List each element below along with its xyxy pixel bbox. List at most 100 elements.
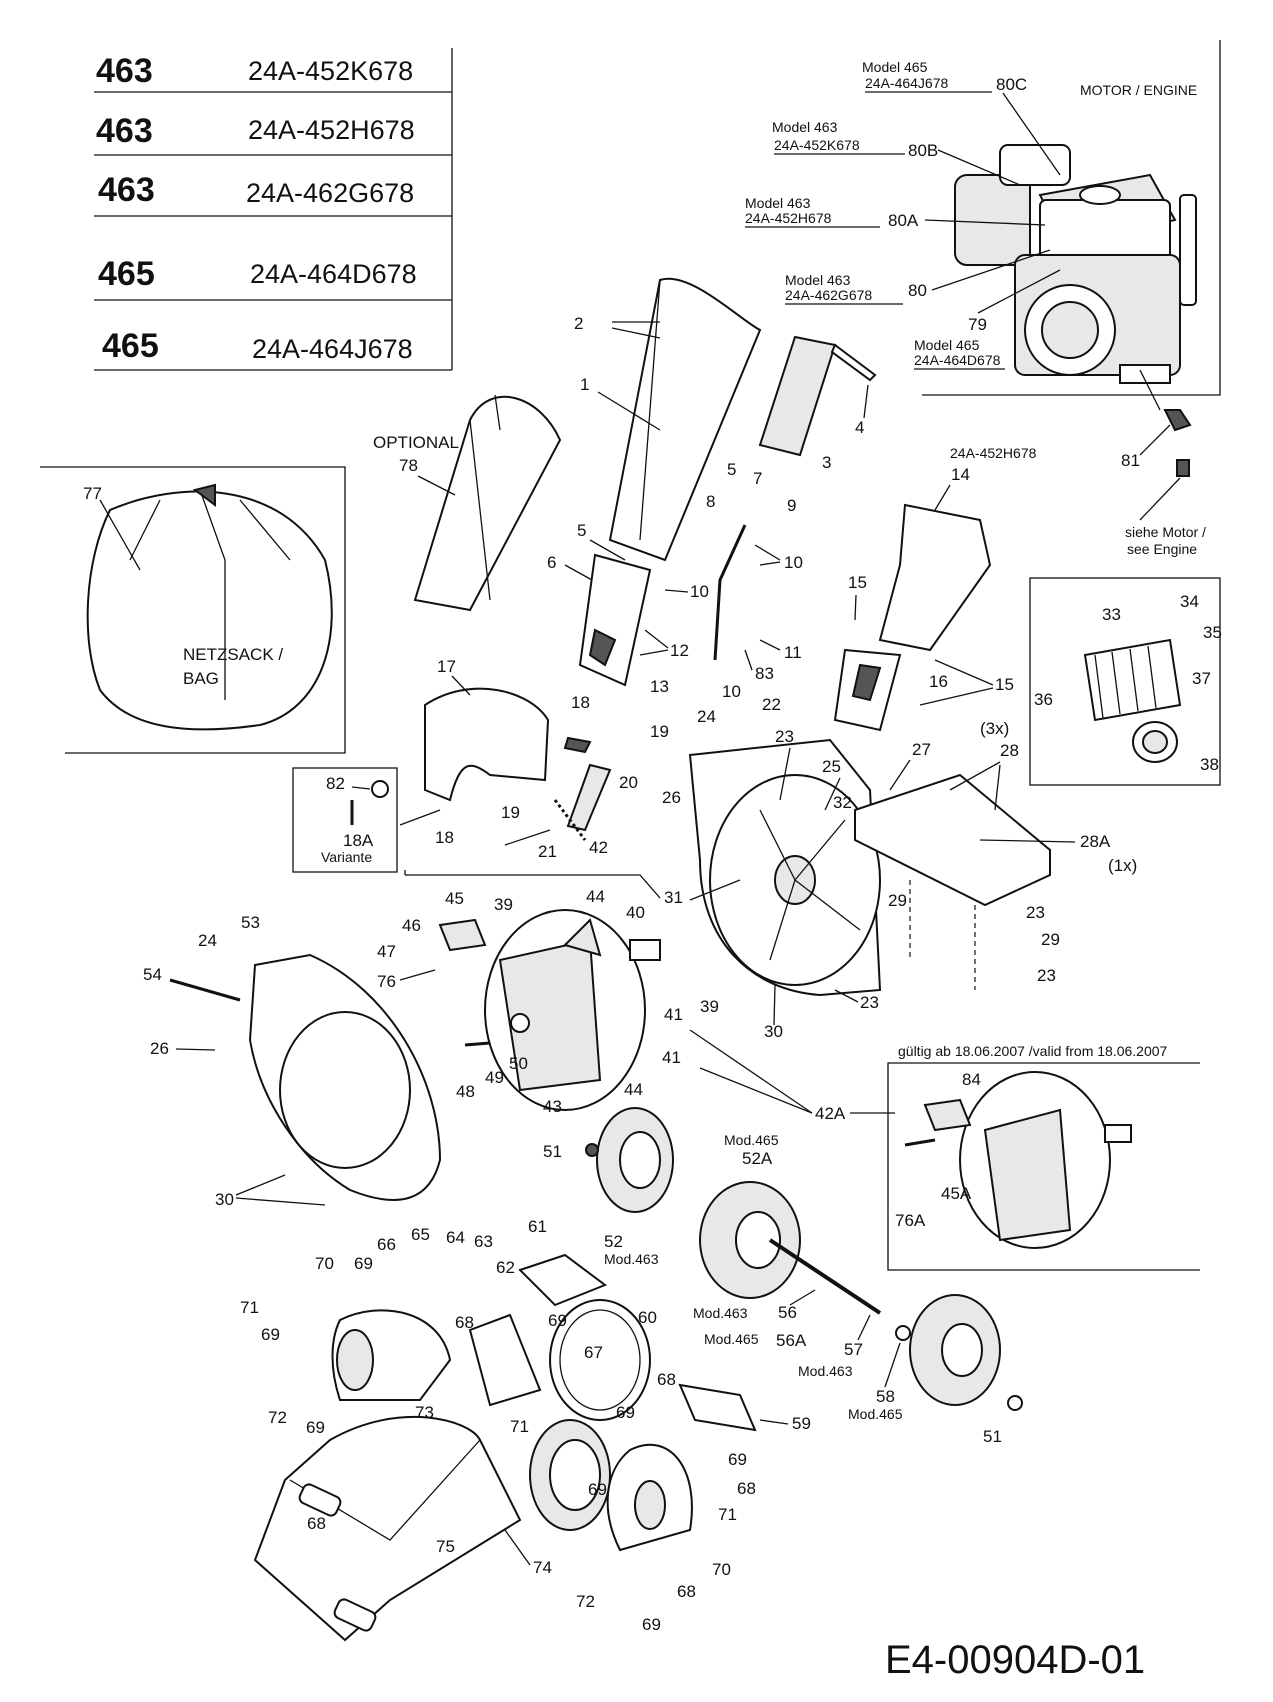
part-label: 19 xyxy=(650,722,669,741)
handle-icon xyxy=(830,343,877,382)
part-label: 41 xyxy=(664,1005,683,1024)
mod-label: Mod.463 xyxy=(604,1251,659,1267)
part-label: 48 xyxy=(456,1082,475,1101)
part-label: 52A xyxy=(742,1149,773,1168)
part-label: 2 xyxy=(574,314,583,333)
part-label: 28 xyxy=(1000,741,1019,760)
part-label: 21 xyxy=(538,842,557,861)
part-label: 9 xyxy=(787,496,796,515)
part-label: 44 xyxy=(624,1080,643,1099)
engine-callout-model: Model 465 xyxy=(914,337,980,353)
engine-section: MOTOR / ENGINE Model 465 24A-464J678 80C… xyxy=(745,40,1221,557)
part-label: 42A xyxy=(815,1104,846,1123)
part-label: 45 xyxy=(445,889,464,908)
mod-label: Mod.463 xyxy=(798,1363,853,1379)
part-label: 31 xyxy=(664,888,683,907)
model-number: 463 xyxy=(96,52,153,90)
part-label: 4 xyxy=(855,418,864,437)
part-label: 71 xyxy=(510,1417,529,1436)
part-label: 68 xyxy=(657,1370,676,1389)
part-label: 51 xyxy=(543,1142,562,1161)
model-number: 465 xyxy=(98,255,155,293)
model-table: 463 24A-452K678 463 24A-452H678 463 24A-… xyxy=(94,48,453,371)
engine-callout-code: 24A-464D678 xyxy=(914,352,1001,368)
bag-section: 77 NETZSACK / BAG xyxy=(40,466,346,754)
knife-section: 17 18 19 20 19 21 18 82 18A Variante xyxy=(292,657,669,873)
part-label: 50 xyxy=(509,1054,528,1073)
part-label: 59 xyxy=(792,1414,811,1433)
part-label: 49 xyxy=(485,1068,504,1087)
see-engine-label: see Engine xyxy=(1127,541,1197,557)
part-label: 71 xyxy=(718,1505,737,1524)
part-label: 5 xyxy=(727,460,736,479)
part-label: 19 xyxy=(501,803,520,822)
part-label: 43 xyxy=(543,1097,562,1116)
part-label: 52 xyxy=(604,1232,623,1251)
part-label: 18 xyxy=(571,693,590,712)
part-label: 18 xyxy=(435,828,454,847)
qty-label: (3x) xyxy=(980,719,1009,738)
base-shell-icon xyxy=(253,1415,522,1642)
wheel-section: 51 52 Mod.463 Mod.465 52A 56 56A Mod.463… xyxy=(543,1107,1023,1446)
part-label: 83 xyxy=(755,664,774,683)
engine-callout-model: Model 463 xyxy=(772,119,838,135)
model-number: 463 xyxy=(98,171,155,209)
part-label: 22 xyxy=(762,695,781,714)
engine-callout-code: 24A-462G678 xyxy=(785,287,872,303)
bag-label: BAG xyxy=(183,669,219,688)
part-label: 29 xyxy=(888,891,907,910)
hopper-variant-label: 24A-452H678 xyxy=(950,445,1037,461)
part-label: 66 xyxy=(377,1235,396,1254)
part-label: 71 xyxy=(240,1298,259,1317)
part-label: 75 xyxy=(436,1537,455,1556)
part-label: 25 xyxy=(822,757,841,776)
part-label: 54 xyxy=(143,965,162,984)
part-label: 41 xyxy=(662,1048,681,1067)
part-label: 56A xyxy=(776,1331,807,1350)
part-label: 78 xyxy=(399,456,418,475)
part-label: 53 xyxy=(241,913,260,932)
discharge-chute-icon xyxy=(608,277,762,562)
part-label: 28A xyxy=(1080,832,1111,851)
part-label: 69 xyxy=(616,1403,635,1422)
hopper-icon xyxy=(878,503,992,652)
part-label: 60 xyxy=(638,1308,657,1327)
part-label: 69 xyxy=(548,1311,567,1330)
part-label: 16 xyxy=(929,672,948,691)
part-label: 30 xyxy=(215,1190,234,1209)
model-number: 463 xyxy=(96,112,153,150)
hopper-assembly: 24A-452H678 14 15 15 16 xyxy=(833,445,1037,732)
model-code: 24A-452H678 xyxy=(248,115,415,145)
part-label: 15 xyxy=(995,675,1014,694)
part-label: 23 xyxy=(775,727,794,746)
part-label: 45A xyxy=(941,1184,972,1203)
part-label: 68 xyxy=(677,1582,696,1601)
part-label: 13 xyxy=(650,677,669,696)
part-label: 37 xyxy=(1192,669,1211,688)
part-label: 74 xyxy=(533,1558,552,1577)
main-housing-section: 22 24 23 25 32 26 31 30 23 27 (3x) 28 28… xyxy=(662,695,1137,1041)
part-label: 51 xyxy=(983,1427,1002,1446)
optional-label: OPTIONAL xyxy=(373,433,459,452)
part-label: 61 xyxy=(528,1217,547,1236)
part-label: 11 xyxy=(784,643,802,662)
valid-from-label: gültig ab 18.06.2007 /valid from 18.06.2… xyxy=(898,1043,1168,1059)
mod-label: Mod.465 xyxy=(848,1406,903,1422)
part-label: 32 xyxy=(833,793,852,812)
bag-label: NETZSACK / xyxy=(183,645,283,664)
part-label: 69 xyxy=(261,1325,280,1344)
part-label: 34 xyxy=(1180,592,1199,611)
part-label: 10 xyxy=(784,553,803,572)
part-label: 42 xyxy=(589,838,608,857)
engine-part-number: 79 xyxy=(968,315,987,334)
part-label: 18A xyxy=(343,831,374,850)
part-label: 84 xyxy=(962,1070,981,1089)
part-label: 27 xyxy=(912,740,931,759)
part-label: 38 xyxy=(1200,755,1219,774)
part-label: 39 xyxy=(494,895,513,914)
part-label: 15 xyxy=(848,573,867,592)
part-label: 33 xyxy=(1102,605,1121,624)
part-label: 44 xyxy=(586,887,605,906)
part-label: 64 xyxy=(446,1228,465,1247)
